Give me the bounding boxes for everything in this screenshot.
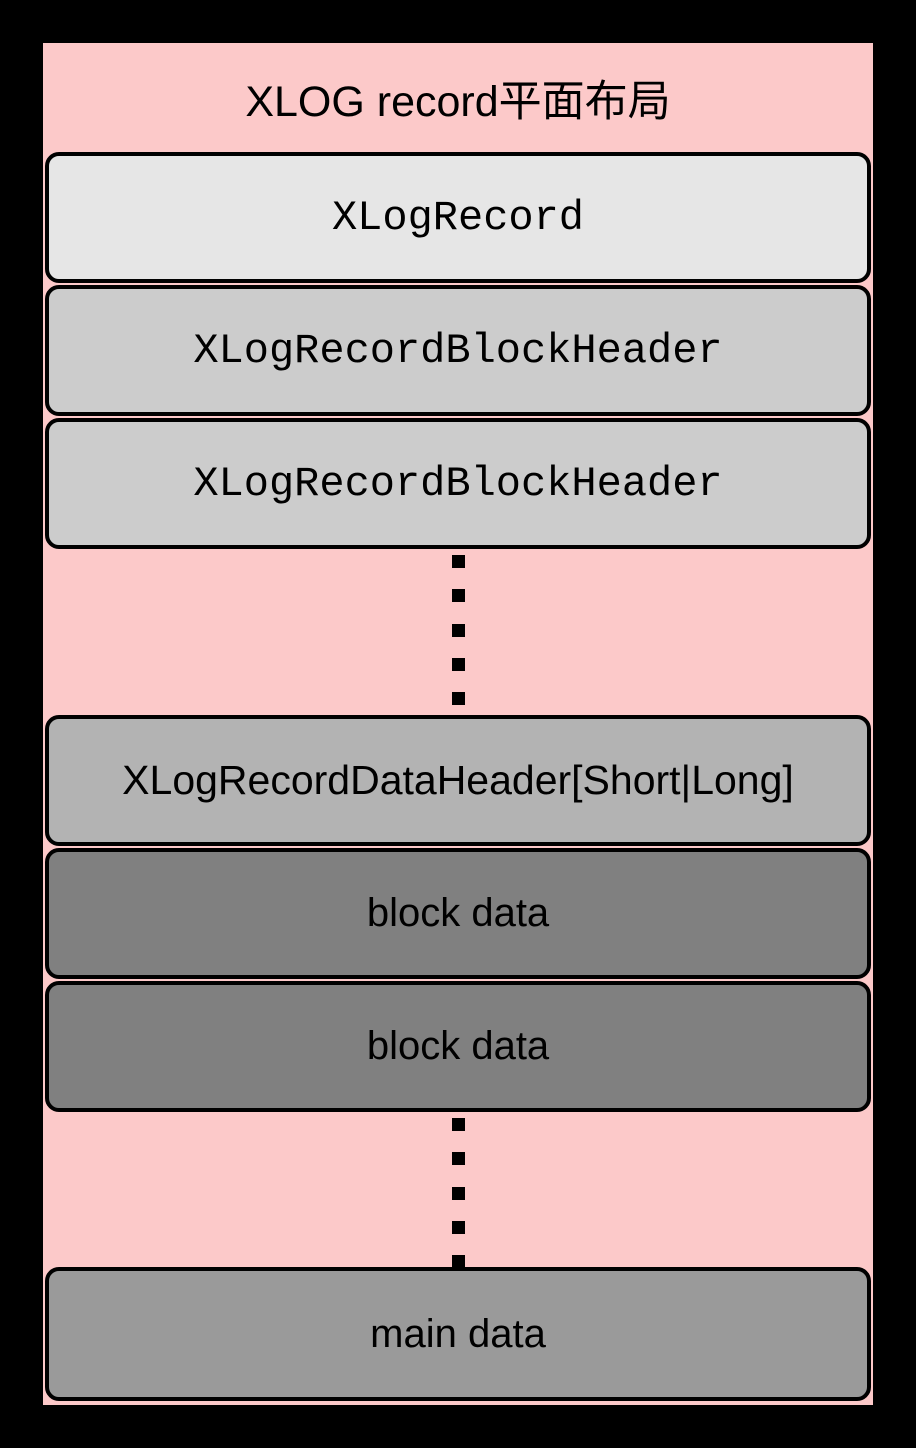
section-xlogrecordblockheader-2-label: XLogRecordBlockHeader — [193, 459, 723, 508]
section-xlogrecorddataheader: XLogRecordDataHeader[Short|Long] — [45, 715, 871, 846]
vertical-ellipsis-block-headers — [43, 555, 873, 705]
section-xlogrecordblockheader-2: XLogRecordBlockHeader — [45, 418, 871, 549]
vertical-ellipsis-block-data — [43, 1118, 873, 1268]
ellipsis-dot — [451, 1220, 465, 1234]
ellipsis-dot — [451, 657, 465, 671]
section-block-data-2: block data — [45, 981, 871, 1112]
section-main-data-label: main data — [370, 1311, 546, 1356]
section-block-data-2-label: block data — [366, 1024, 550, 1068]
section-xlogrecorddataheader-label: XLogRecordDataHeader[Short|Long] — [122, 757, 794, 803]
ellipsis-dot — [451, 1186, 465, 1200]
section-xlogrecordblockheader-1: XLogRecordBlockHeader — [45, 285, 871, 416]
ellipsis-dot — [451, 555, 465, 568]
section-main-data: main data — [45, 1267, 871, 1401]
section-block-data-1: block data — [45, 848, 871, 979]
section-block-data-1-label: block data — [366, 891, 550, 935]
section-xlogrecord-label: XLogRecord — [331, 193, 585, 242]
ellipsis-dot — [451, 623, 465, 637]
diagram-panel: XLOG record平面布局 XLogRecord XLogRecordBlo… — [43, 43, 873, 1405]
section-xlogrecordblockheader-1-label: XLogRecordBlockHeader — [193, 326, 723, 375]
page-title: XLOG record平面布局 — [245, 77, 671, 126]
ellipsis-dot — [451, 1152, 465, 1166]
ellipsis-dot — [451, 589, 465, 603]
ellipsis-dot — [451, 692, 465, 705]
section-xlogrecord: XLogRecord — [45, 152, 871, 283]
ellipsis-dot — [451, 1118, 465, 1131]
